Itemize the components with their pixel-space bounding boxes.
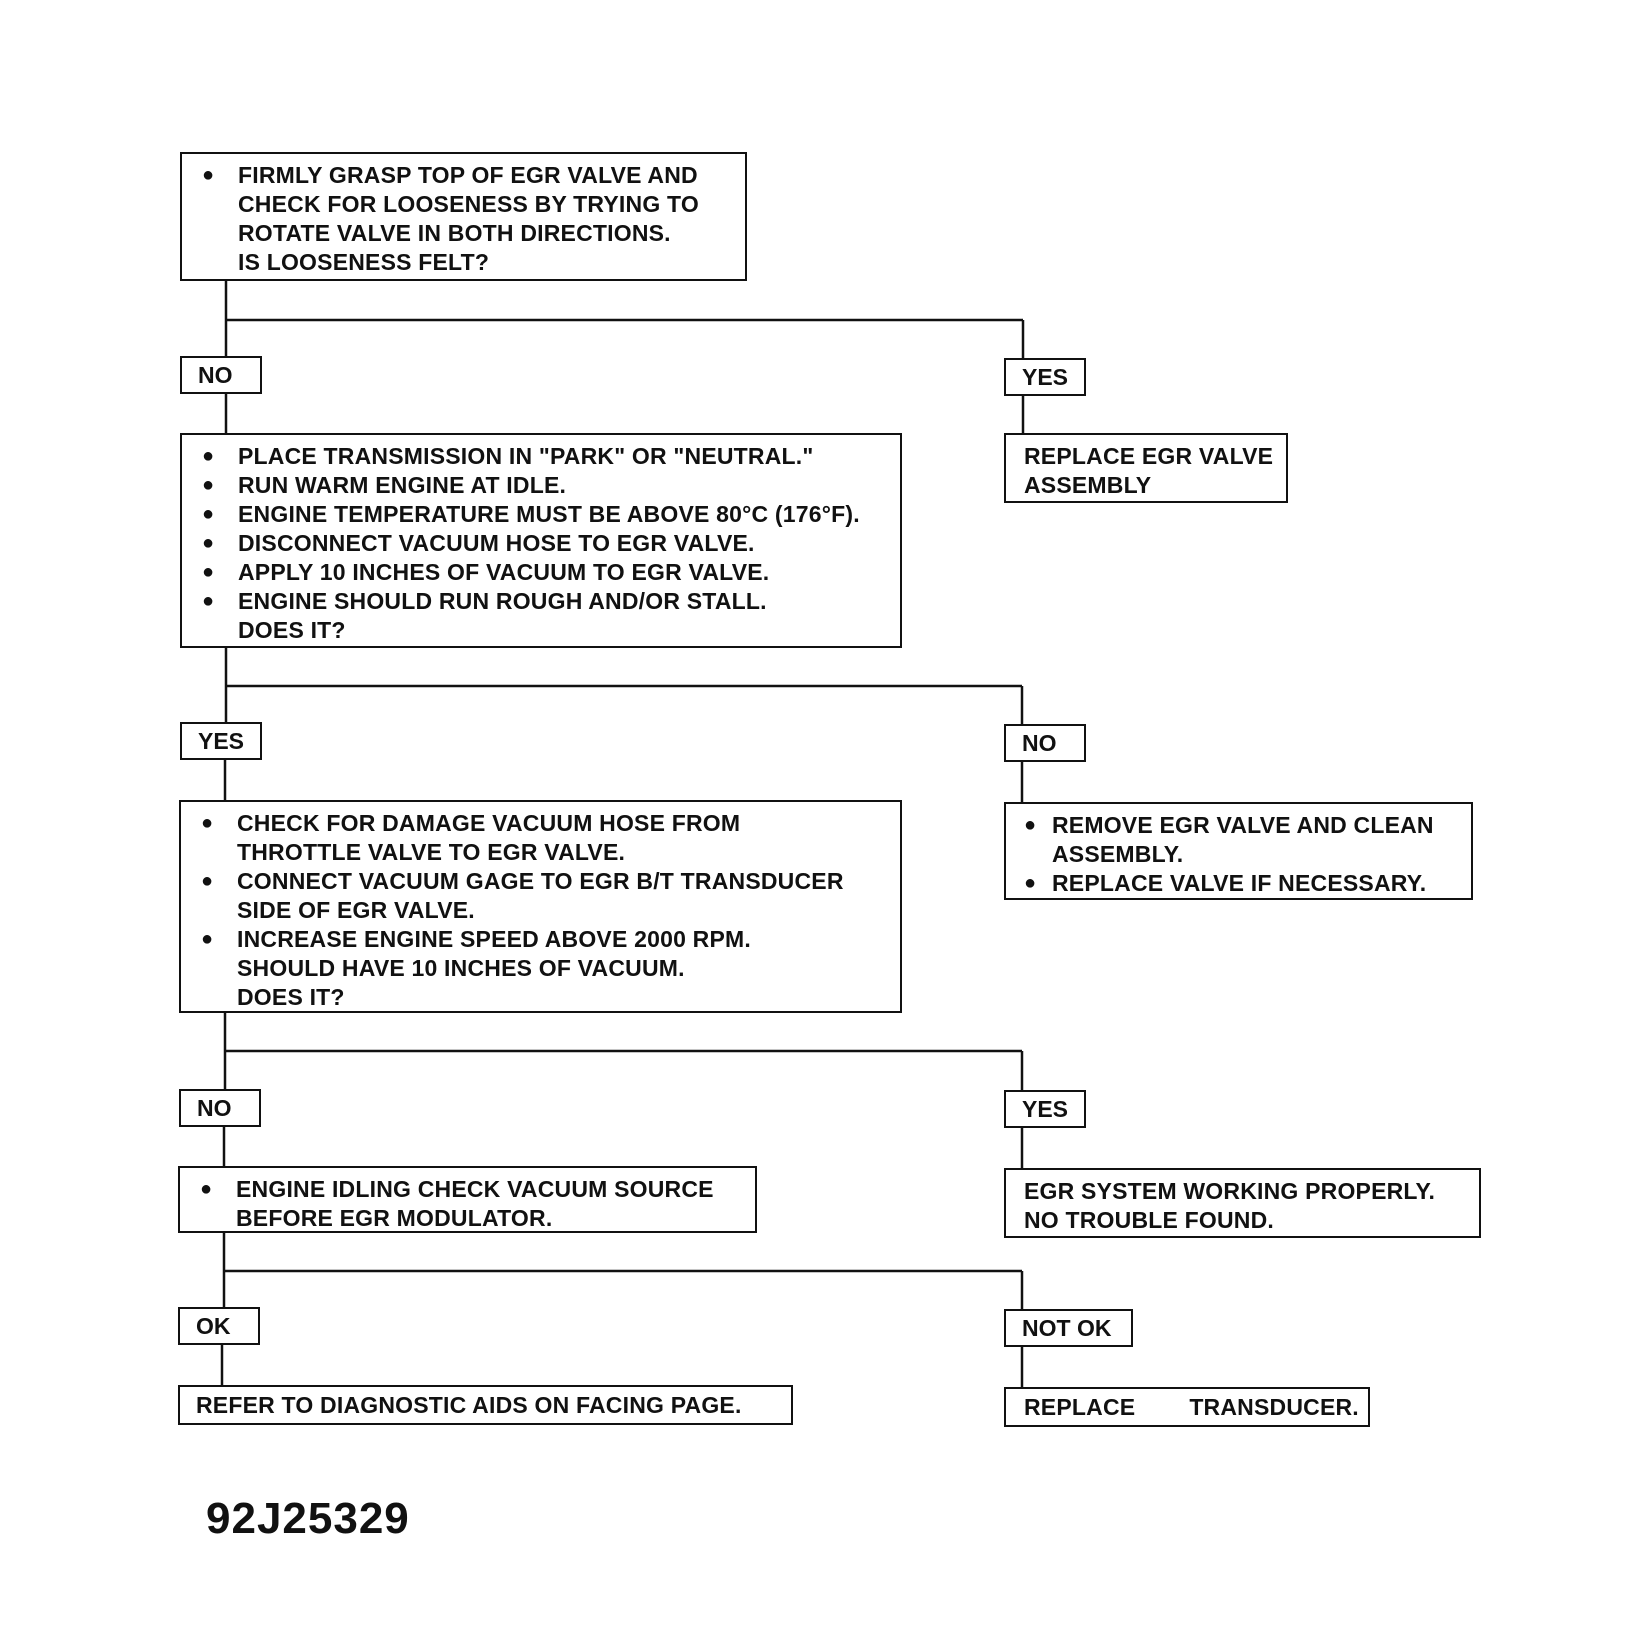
bullet-item: ●DISCONNECT VACUUM HOSE TO EGR VALVE.	[202, 530, 755, 556]
bullet-icon: ●	[201, 928, 214, 950]
bullet-icon: ●	[202, 474, 215, 496]
step-box-egr-valve-looseness: ● FIRMLY GRASP TOP OF EGR VALVE AND CHEC…	[180, 152, 747, 281]
bullet-item: ● FIRMLY GRASP TOP OF EGR VALVE AND CHEC…	[202, 162, 699, 246]
bullet-icon: ●	[201, 812, 214, 834]
bullet-item: ●ENGINE SHOULD RUN ROUGH AND/OR STALL.	[202, 588, 767, 614]
bullet-item: ●APPLY 10 INCHES OF VACUUM TO EGR VALVE.	[202, 559, 770, 585]
branch-label-yes: YES	[1004, 1090, 1086, 1128]
result-box-clean-egr-valve: ● REMOVE EGR VALVE AND CLEAN ASSEMBLY. ●…	[1004, 802, 1473, 900]
result-box-system-ok: EGR SYSTEM WORKING PROPERLY. NO TROUBLE …	[1004, 1168, 1481, 1238]
bullet-icon: ●	[200, 1178, 213, 1200]
bullet-item: ● ENGINE IDLING CHECK VACUUM SOURCE BEFO…	[200, 1176, 714, 1231]
branch-label-yes: YES	[180, 722, 262, 760]
bullet-icon: ●	[202, 445, 215, 467]
bullet-icon: ●	[202, 590, 215, 612]
bullet-icon: ●	[202, 532, 215, 554]
step-question: DOES IT?	[238, 617, 346, 643]
bullet-icon: ●	[201, 870, 214, 892]
result-box-diagnostic-aids: REFER TO DIAGNOSTIC AIDS ON FACING PAGE.	[178, 1385, 793, 1425]
bullet-icon: ●	[202, 561, 215, 583]
branch-label-yes: YES	[1004, 358, 1086, 396]
branch-label-no: NO	[1004, 724, 1086, 762]
branch-label-ok: OK	[178, 1307, 260, 1345]
result-box-replace-egr-valve: REPLACE EGR VALVE ASSEMBLY	[1004, 433, 1288, 503]
bullet-item: ● CHECK FOR DAMAGE VACUUM HOSE FROM THRO…	[201, 810, 741, 865]
branch-label-no: NO	[179, 1089, 261, 1127]
bullet-item: ●RUN WARM ENGINE AT IDLE.	[202, 472, 567, 498]
step-box-vacuum-gage-check: ● CHECK FOR DAMAGE VACUUM HOSE FROM THRO…	[179, 800, 902, 1013]
bullet-icon: ●	[202, 503, 215, 525]
bullet-item: ● CONNECT VACUUM GAGE TO EGR B/T TRANSDU…	[201, 868, 844, 923]
bullet-item: ● REMOVE EGR VALVE AND CLEAN ASSEMBLY.	[1024, 812, 1434, 867]
figure-code: 92J25329	[206, 1494, 410, 1543]
bullet-icon: ●	[202, 164, 215, 186]
step-box-vacuum-source-check: ● ENGINE IDLING CHECK VACUUM SOURCE BEFO…	[178, 1166, 757, 1233]
bullet-item: ● REPLACE VALVE IF NECESSARY.	[1024, 870, 1427, 896]
bullet-icon: ●	[1024, 872, 1037, 894]
bullet-icon: ●	[1024, 814, 1037, 836]
branch-label-not-ok: NOT OK	[1004, 1309, 1133, 1347]
bullet-item: ● INCREASE ENGINE SPEED ABOVE 2000 RPM. …	[201, 926, 751, 981]
step-question: DOES IT?	[237, 984, 345, 1010]
step-question: IS LOOSENESS FELT?	[238, 249, 490, 275]
bullet-item: ●PLACE TRANSMISSION IN "PARK" OR "NEUTRA…	[202, 443, 814, 469]
bullet-item: ●ENGINE TEMPERATURE MUST BE ABOVE 80°C (…	[202, 501, 860, 527]
branch-label-no: NO	[180, 356, 262, 394]
step-box-engine-vacuum-test: ●PLACE TRANSMISSION IN "PARK" OR "NEUTRA…	[180, 433, 902, 648]
